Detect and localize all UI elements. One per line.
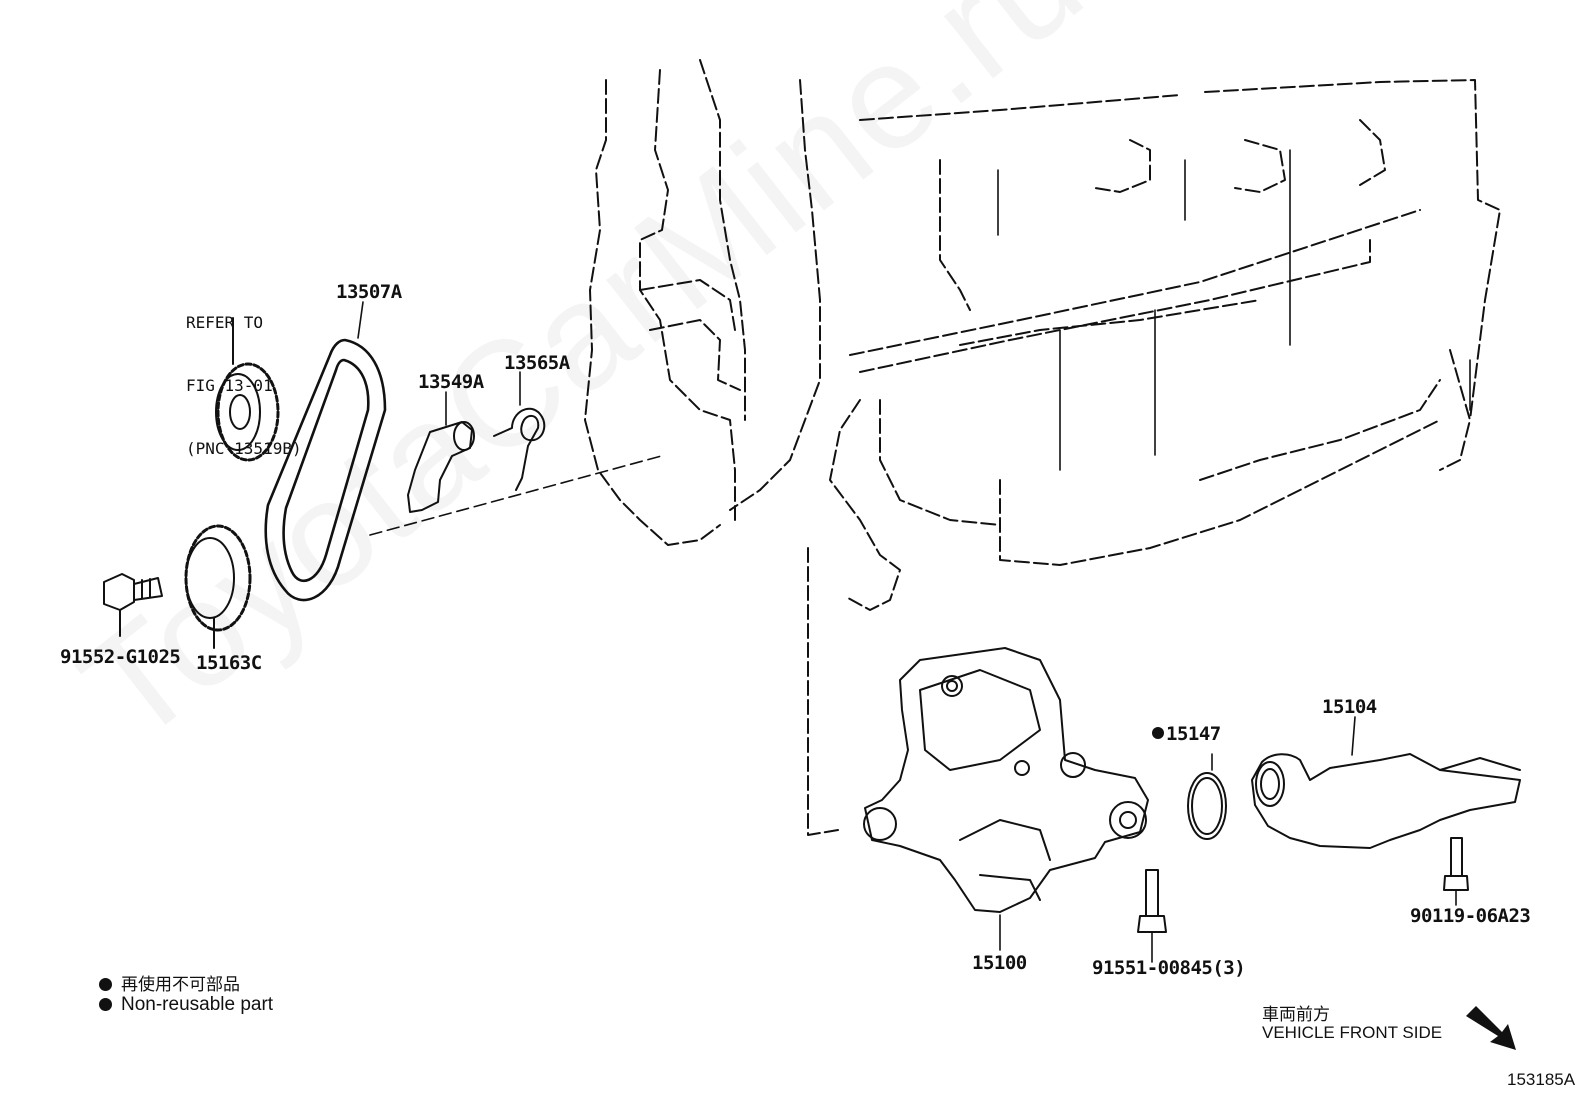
timing-chain-13507A [264, 301, 387, 602]
direction-jp: 車両前方 [1262, 1005, 1330, 1024]
engine-block-details [997, 149, 1471, 471]
oil-strainer-15104 [1251, 716, 1521, 849]
non-reusable-dot-icon [1152, 727, 1164, 739]
label-15163C: 15163C [196, 652, 262, 674]
label-91552: 91552-G1025 [60, 646, 181, 668]
label-13507A: 13507A [336, 281, 402, 303]
refer-note-line1: REFER TO [186, 313, 264, 332]
label-90119: 90119-06A23 [1410, 905, 1531, 927]
bolt-91551 [1137, 869, 1167, 963]
tensioner-spring-13565A [493, 371, 546, 491]
tensioner-arm-13549A [407, 391, 475, 513]
label-15104: 15104 [1322, 696, 1377, 718]
refer-note: REFER TO FIG 13-01 (PNC 13519B) [186, 270, 302, 480]
legend-jp: 再使用不可部品 [99, 970, 240, 995]
oil-pump-15100 [863, 647, 1149, 951]
label-91551: 91551-00845(3) [1092, 957, 1246, 979]
label-13549A: 13549A [418, 371, 484, 393]
label-15147-text: 15147 [1166, 723, 1221, 745]
label-15100: 15100 [972, 952, 1027, 974]
bolt-91552 [103, 573, 163, 637]
legend-dot-icon [99, 998, 112, 1011]
o-ring-15147 [1187, 753, 1227, 840]
refer-note-line3: (PNC 13519B) [186, 439, 302, 458]
label-13565A: 13565A [504, 352, 570, 374]
bolt-90119 [1443, 837, 1469, 906]
label-15147: 15147 [1152, 723, 1221, 745]
legend-en: Non-reusable part [99, 994, 273, 1016]
legend-jp-text: 再使用不可部品 [121, 975, 240, 994]
legend-dot-icon [99, 978, 112, 991]
legend-en-text: Non-reusable part [121, 994, 274, 1015]
chain-guide-line [369, 454, 666, 536]
engine-block-outline [584, 59, 1501, 836]
figure-id: 153185A [1507, 1070, 1576, 1089]
vehicle-front-arrow-icon [1466, 1006, 1516, 1050]
crank-sprocket-ref [215, 317, 280, 462]
direction-en: VEHICLE FRONT SIDE [1262, 1023, 1443, 1042]
refer-note-line2: FIG 13-01 [186, 376, 273, 395]
crank-sprocket-15163C [184, 524, 252, 649]
